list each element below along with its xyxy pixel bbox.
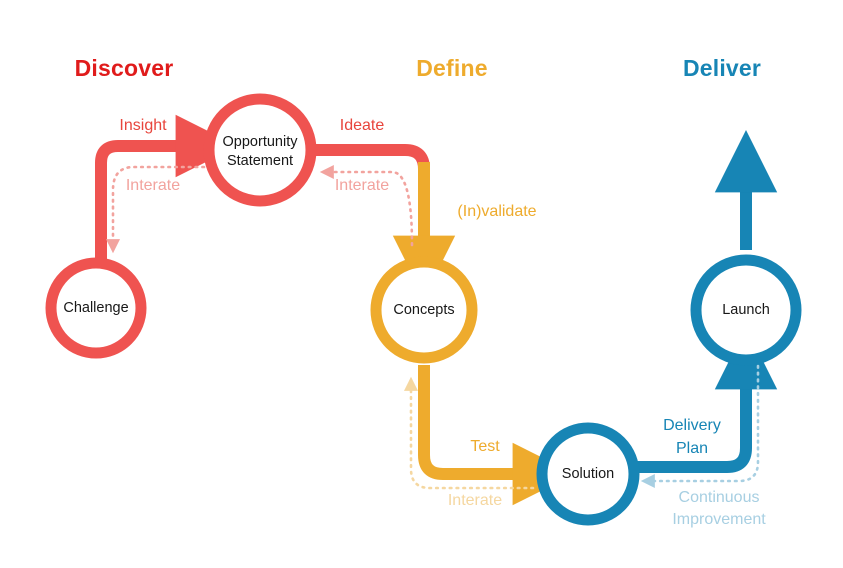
feedback-interate-test-connector	[403, 376, 535, 490]
interate-test-dotted-path	[403, 376, 535, 490]
opportunity-statement-label-line2: Statement	[227, 153, 293, 169]
opportunity-statement-label-line1: Opportunity	[223, 134, 299, 150]
feedback-label-continuous-improvement-line2: Improvement	[672, 511, 766, 528]
concepts-circle[interactable]	[370, 256, 478, 364]
launch-circle[interactable]	[690, 254, 802, 366]
concepts-label: Concepts	[393, 302, 454, 318]
flow-label-insight: Insight	[119, 117, 167, 134]
node-concepts[interactable]: Concepts	[370, 256, 478, 364]
flow-delivery-plan-connector	[632, 327, 778, 473]
feedback-label-interate-define: Interate	[335, 177, 389, 194]
insight-arrow-path	[95, 114, 238, 300]
node-challenge[interactable]: Challenge	[45, 257, 147, 359]
flow-test-connector	[418, 365, 575, 506]
ideate-arrow-path	[311, 144, 430, 170]
feedback-label-interate-discover: Interate	[126, 177, 180, 194]
phase-title-discover: Discover	[75, 55, 174, 81]
delivery-plan-arrow-path	[632, 327, 778, 473]
node-opportunity-statement[interactable]: Opportunity Statement	[203, 93, 317, 207]
flow-label-delivery-plan-line2: Plan	[676, 440, 708, 457]
opportunity-statement-circle[interactable]	[203, 93, 317, 207]
feedback-label-continuous-improvement-line1: Continuous	[679, 489, 760, 506]
flow-label-invalidate: (In)validate	[457, 203, 536, 220]
feedback-continuous-improvement-connector	[640, 364, 760, 489]
flow-insight-connector	[95, 114, 238, 300]
feedback-interate-define-connector	[319, 164, 414, 247]
node-solution[interactable]: Solution	[536, 422, 640, 526]
flow-label-ideate: Ideate	[340, 117, 385, 134]
test-arrow-path	[418, 365, 575, 506]
solution-label: Solution	[562, 466, 614, 482]
flow-ideate-connector	[311, 144, 430, 170]
feedback-label-interate-test: Interate	[448, 492, 502, 509]
continuous-improvement-dotted-path	[640, 364, 760, 489]
flow-label-test: Test	[470, 438, 500, 455]
challenge-circle[interactable]	[45, 257, 147, 359]
challenge-label: Challenge	[63, 300, 128, 316]
interate-discover-dotted-path	[105, 165, 206, 254]
phase-title-define: Define	[416, 55, 488, 81]
phase-title-deliver: Deliver	[683, 55, 761, 81]
feedback-interate-discover-connector	[105, 165, 206, 254]
flow-label-delivery-plan-line1: Delivery	[663, 417, 721, 434]
launch-label: Launch	[722, 302, 770, 318]
node-launch[interactable]: Launch	[690, 254, 802, 366]
solution-circle[interactable]	[536, 422, 640, 526]
interate-define-dotted-path	[319, 164, 414, 247]
